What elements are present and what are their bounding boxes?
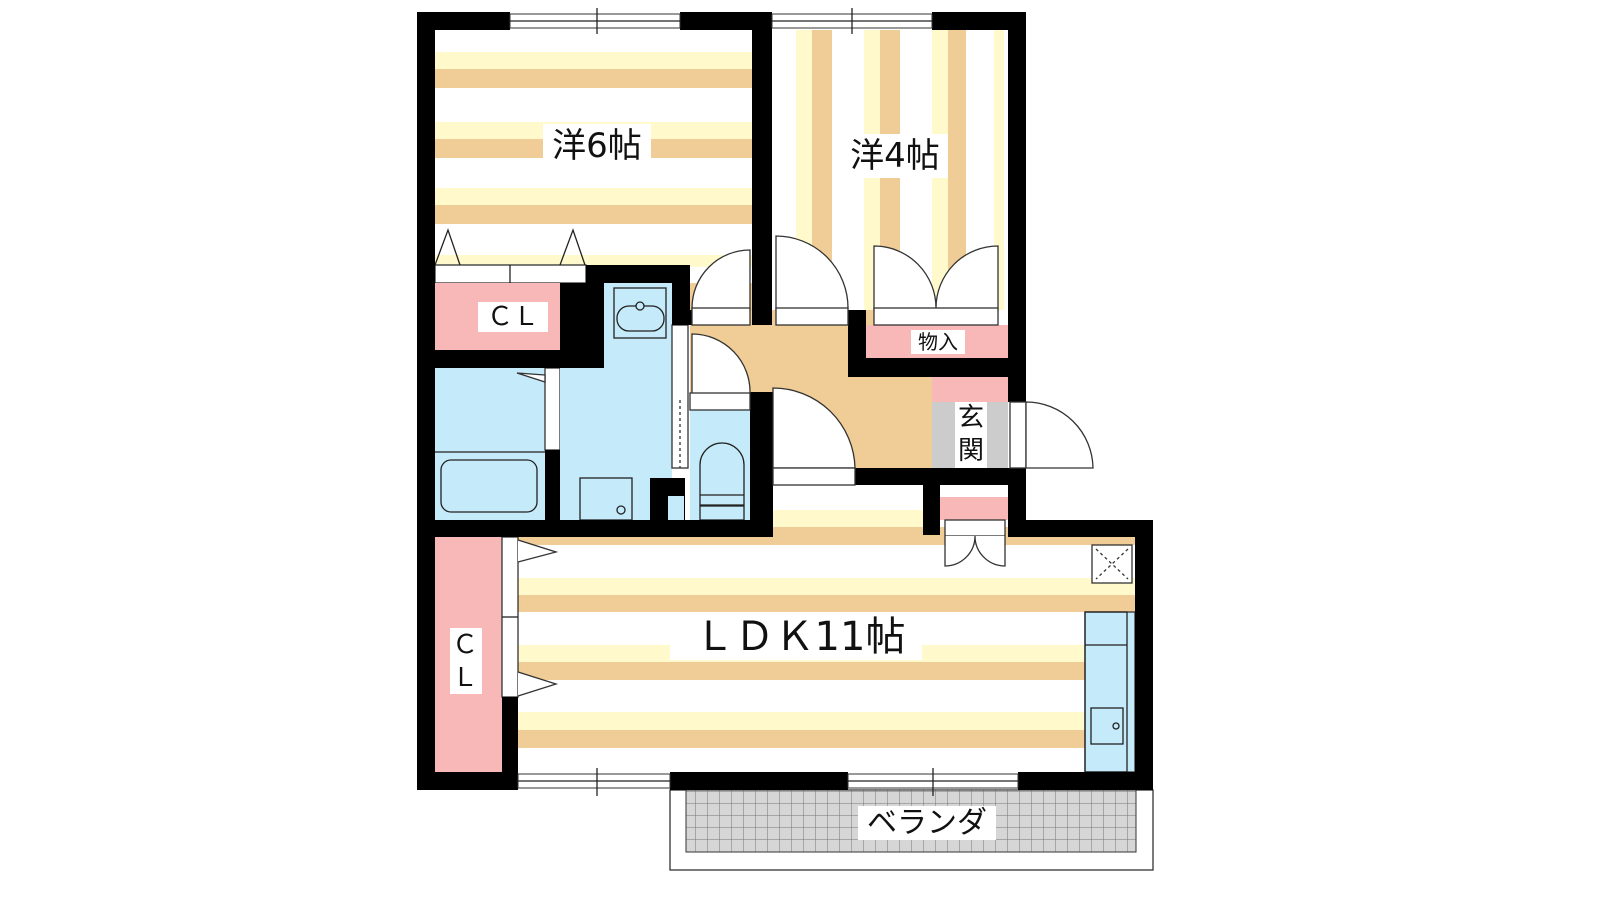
front-door[interactable] bbox=[1025, 401, 1094, 469]
ldk-label: ＬＤＫ11帖 bbox=[695, 614, 906, 660]
windows bbox=[509, 8, 1019, 796]
veranda-label: ベランダ bbox=[867, 806, 987, 841]
doors[interactable] bbox=[689, 235, 1094, 567]
storage-label: 物入 bbox=[918, 330, 958, 354]
entrance-label-bottom: 関 bbox=[958, 436, 984, 466]
toilet-door[interactable] bbox=[691, 333, 751, 395]
closet-ldk-label-bottom: Ｌ bbox=[452, 663, 478, 693]
bathroom-door[interactable] bbox=[544, 367, 561, 451]
storage-doors[interactable] bbox=[873, 245, 999, 311]
shoe-cabinet bbox=[940, 497, 1008, 520]
western-4-door[interactable] bbox=[775, 235, 849, 311]
room-western-6: 洋6帖 bbox=[435, 30, 752, 267]
western-4-label: 洋4帖 bbox=[850, 136, 940, 176]
sink-icon bbox=[1090, 707, 1124, 745]
wash-basin-icon bbox=[613, 287, 667, 339]
toilet-room bbox=[690, 410, 755, 521]
washroom-sliding-door[interactable] bbox=[671, 324, 689, 469]
shoe-cabinet-doors[interactable] bbox=[944, 519, 1006, 537]
western-6-label: 洋6帖 bbox=[552, 126, 642, 166]
bathtub-icon bbox=[440, 459, 538, 513]
ventilation-fan-icon bbox=[1091, 544, 1133, 584]
veranda: ベランダ bbox=[669, 789, 1154, 871]
entrance-shelf bbox=[932, 377, 1008, 402]
closet-6-label: ＣＬ bbox=[487, 302, 539, 332]
walls bbox=[417, 12, 1153, 790]
bathroom bbox=[435, 367, 561, 520]
closet-ldk[interactable]: Ｃ Ｌ bbox=[435, 536, 559, 772]
western-6-door[interactable] bbox=[691, 249, 751, 311]
closet-ldk-label-top: Ｃ bbox=[452, 630, 478, 660]
toilet-icon bbox=[699, 442, 745, 506]
entrance-label-top: 玄 bbox=[958, 403, 984, 433]
washroom bbox=[560, 283, 685, 521]
ldk-door[interactable] bbox=[772, 387, 856, 469]
